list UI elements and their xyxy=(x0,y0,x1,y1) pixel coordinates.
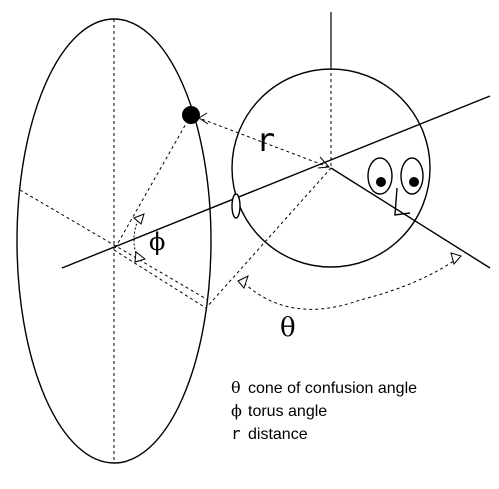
legend-text-theta: cone of confusion angle xyxy=(248,380,417,397)
right-pupil xyxy=(409,177,419,187)
left-ear xyxy=(231,193,241,219)
theta-arrow-right xyxy=(450,252,462,266)
r-arrowhead-center xyxy=(317,156,331,169)
cone-edge-line xyxy=(205,167,332,309)
left-pupil xyxy=(376,177,386,187)
facing-direction-line xyxy=(330,167,491,269)
theta-arc xyxy=(243,257,459,310)
right-eye xyxy=(400,157,424,195)
interaural-axis xyxy=(61,95,491,269)
legend-symbol-theta: θ xyxy=(231,378,241,397)
phi-arrow-top xyxy=(133,213,145,225)
phi-label: ϕ xyxy=(149,228,165,256)
cone-lower-line xyxy=(113,249,207,309)
legend-text-r: distance xyxy=(248,426,308,443)
r-distance-line xyxy=(190,114,332,169)
r-label: r xyxy=(256,121,275,159)
phi-radius-line xyxy=(113,114,192,251)
legend: θ cone of confusion angle ϕ torus angle … xyxy=(231,378,417,443)
legend-symbol-phi: ϕ xyxy=(231,401,242,420)
r-arrowhead-source xyxy=(198,112,209,125)
legend-text-phi: torus angle xyxy=(248,403,327,420)
left-eye xyxy=(367,157,393,195)
theta-label: θ xyxy=(280,313,296,343)
nose xyxy=(394,187,411,216)
theta-arrow-left xyxy=(237,275,249,289)
ellipse-diameter xyxy=(19,189,209,301)
legend-symbol-r: r xyxy=(231,424,241,443)
phi-arrow-bottom xyxy=(134,251,147,263)
